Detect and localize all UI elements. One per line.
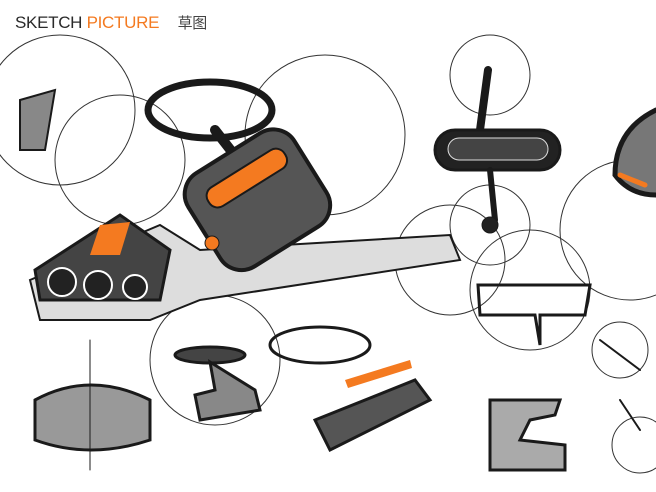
title-sketch: SKETCH — [15, 13, 83, 32]
page-title: SKETCH PICTURE 草图 — [15, 12, 207, 33]
right-edge-sketch — [612, 107, 656, 198]
small-sketches — [33, 325, 641, 472]
construction-circles — [0, 34, 656, 474]
top-view-sketch — [433, 66, 592, 346]
title-chinese: 草图 — [177, 14, 208, 32]
title-picture: PICTURE — [86, 13, 160, 32]
main-vehicle-sketch — [19, 78, 462, 321]
